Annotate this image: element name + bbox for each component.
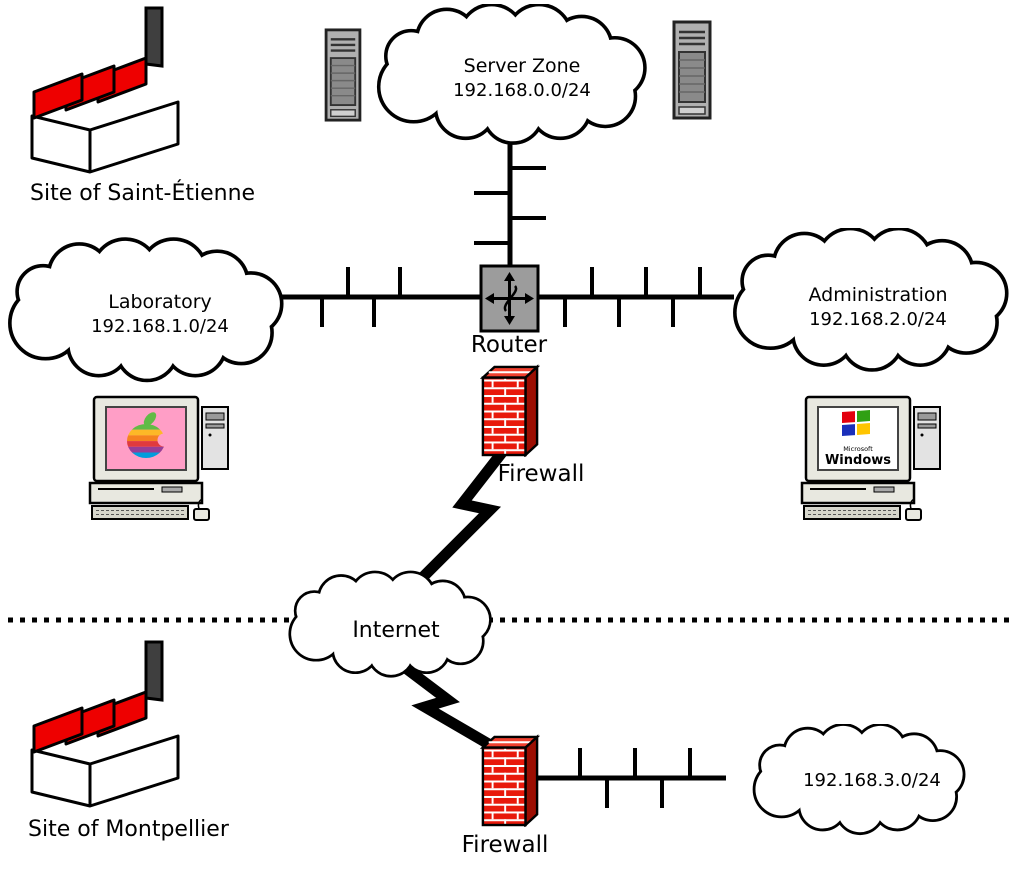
site-montpellier-label: Site of Montpellier [28,817,230,842]
mac-mouse [193,508,210,521]
mac-base-unit [88,481,204,505]
server-zone-name-label: Server Zone [464,55,581,77]
server-tower-icon [324,28,362,122]
laboratory-subnet-label: 192.168.1.0/24 [91,316,229,337]
montpellier-lan-subnet-label: 192.168.3.0/24 [803,770,941,791]
laboratory-name-label: Laboratory [108,291,212,313]
firewall-bottom-label: Firewall [462,832,549,858]
administration-name-label: Administration [808,284,947,306]
administration-subnet-label: 192.168.2.0/24 [809,309,947,330]
server-zone-subnet-label: 192.168.0.0/24 [453,80,591,101]
windows-brand-small-label: Microsoft [843,445,873,453]
factory-icon [30,640,180,808]
firewall-top-label: Firewall [498,461,585,487]
apple-bite [157,433,171,447]
router-label: Router [471,332,548,358]
windows-base-unit [800,481,916,505]
mac-computer-icon [88,395,229,521]
router-arrows-icon [503,285,518,312]
montpellier-bus-taps [578,748,692,808]
windows-logo-icon [842,410,870,436]
site-saint-etienne-label: Site of Saint-Étienne [30,180,255,206]
backbone-bus-taps [320,267,702,327]
apple-logo-icon [127,424,165,458]
windows-keyboard [803,505,901,520]
windows-brand-label: Windows [825,453,891,468]
lightning-bolt-icon [391,655,495,751]
server-tower-icon [672,20,712,120]
internet-label: Internet [352,618,440,643]
router-icon [479,264,540,333]
windows-computer-icon: Microsoft Windows [800,395,941,521]
server-zone-bus-taps [474,166,546,245]
factory-icon [30,6,180,174]
lightning-bolt-icon [414,446,509,586]
windows-screen [817,406,899,471]
mac-keyboard [91,505,189,520]
apple-leaf [143,412,157,426]
windows-mouse [905,508,922,521]
firewall-brick-icon [481,365,539,457]
firewall-brick-icon [481,735,539,827]
